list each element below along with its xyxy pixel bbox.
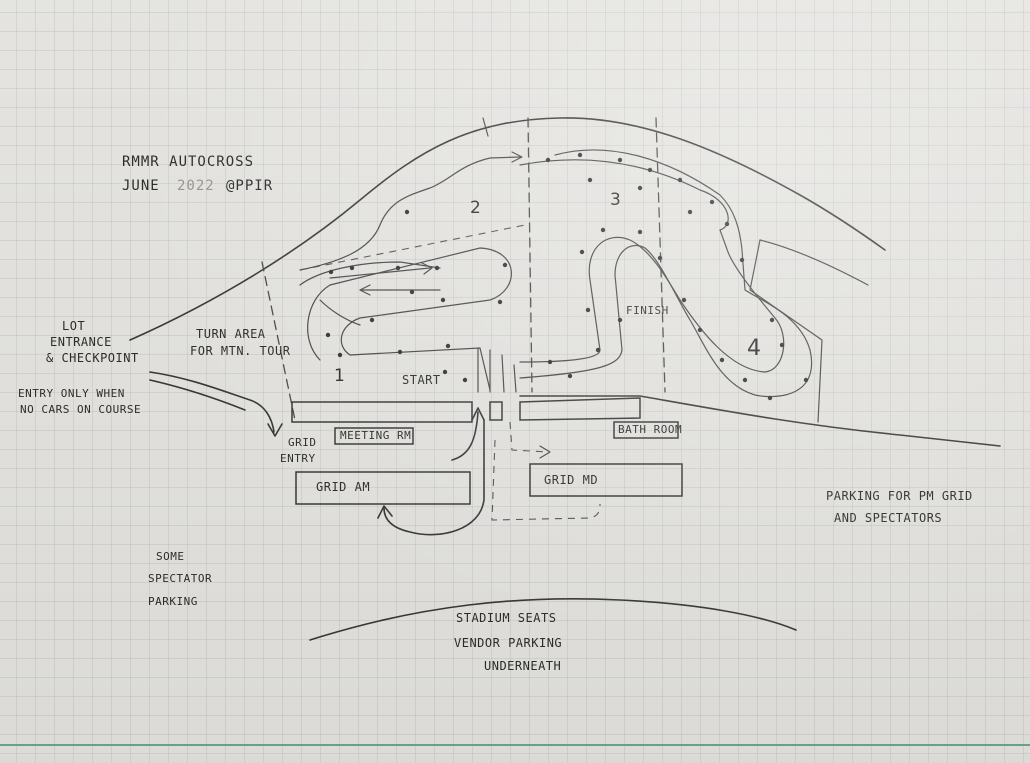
arrow-head-inner-right (421, 262, 433, 275)
course-upper-wiggle (299, 156, 521, 271)
start-label: START (402, 373, 441, 387)
lot-entry-path-outer (149, 379, 246, 411)
tick-mark-top (482, 117, 489, 137)
map-subtitle-year-scribble: 2022 (177, 178, 215, 194)
lot-boundary-upper (129, 117, 886, 341)
grid-flow-into-start (451, 411, 479, 461)
grid-pm-box (529, 463, 683, 497)
lot-entrance-label-3: & CHECKPOINT (46, 351, 139, 365)
meeting-room-box (334, 427, 414, 445)
paper-margin-line (0, 744, 1030, 746)
grid-entry-label-2: ENTRY (280, 452, 316, 465)
section-divider-diagonal (299, 224, 526, 271)
map-subtitle-month: JUNE (122, 178, 160, 194)
lot-entry-path (149, 371, 275, 433)
finish-label: FINISH (626, 304, 669, 317)
course-inner-arrow-right (329, 267, 431, 279)
grid-flow-pm-dashed (491, 421, 601, 521)
grid-flow-am-arrowhead (377, 505, 393, 519)
entry-only-label-2: NO CARS ON COURSE (20, 403, 142, 416)
cone-markers (325, 152, 809, 401)
map-title: RMMR AUTOCROSS (122, 154, 255, 170)
grid-flow-am-return (383, 419, 485, 536)
spectator-parking-label-1: SOME (156, 550, 185, 563)
course-sections-3-4-outer (519, 159, 785, 373)
lot-boundary-lower (519, 395, 1001, 447)
section-divider-left (261, 261, 296, 421)
barrier-left (291, 401, 473, 423)
lot-entrance-label-1: LOT (62, 319, 86, 333)
barrier-post (489, 401, 503, 421)
meeting-room-label: MEETING RM (340, 429, 412, 442)
grid-pm-label: GRID MD (544, 473, 599, 487)
turn-area-label: TURN AREA (196, 327, 266, 341)
stadium-seats-label: STADIUM SEATS (456, 611, 557, 625)
vendor-parking-label: VENDOR PARKING (454, 636, 563, 650)
arrow-head-top (511, 151, 523, 163)
spectator-parking-label-3: PARKING (148, 595, 198, 608)
spectator-parking-label-2: SPECTATOR (148, 572, 213, 585)
section-divider-mid (527, 117, 533, 393)
course-start-chute-right (501, 354, 505, 393)
grid-am-box (295, 471, 471, 505)
grid-am-label: GRID AM (316, 480, 371, 494)
lot-entry-arrowhead (267, 423, 283, 437)
grid-flow-pm-arrowhead (539, 445, 551, 459)
entry-only-label-1: ENTRY ONLY WHEN (18, 387, 125, 400)
arrow-head-inner-left (359, 284, 371, 296)
section-number-3: 3 (610, 190, 622, 210)
course-section2-top (319, 299, 361, 326)
lot-entrance-label-2: ENTRANCE (50, 335, 112, 349)
course-sections-3-4-inner (519, 149, 813, 398)
course-finish-chute (513, 364, 517, 393)
stadium-seats-arc (309, 597, 797, 641)
section-number-4: 4 (747, 336, 762, 361)
right-boundary-2 (759, 239, 869, 286)
barrier-right (519, 397, 641, 421)
pm-parking-label-1: PARKING FOR PM GRID (826, 489, 973, 503)
underneath-label: UNDERNEATH (484, 659, 562, 673)
turn-area-label-2: FOR MTN. TOUR (190, 344, 291, 358)
pm-parking-label-2: AND SPECTATORS (834, 511, 943, 525)
course-inner-slalom (299, 261, 441, 286)
section-divider-right (655, 117, 666, 393)
course-loop-1 (307, 247, 512, 391)
bathroom-label: BATH ROOM (618, 423, 683, 436)
grid-entry-label-1: GRID (288, 436, 317, 449)
grid-flow-start-arrowhead (471, 407, 485, 421)
bathroom-box (613, 421, 679, 439)
section-number-2: 2 (470, 198, 482, 218)
section-number-1: 1 (334, 366, 346, 386)
map-subtitle-venue: @PPIR (226, 178, 274, 194)
